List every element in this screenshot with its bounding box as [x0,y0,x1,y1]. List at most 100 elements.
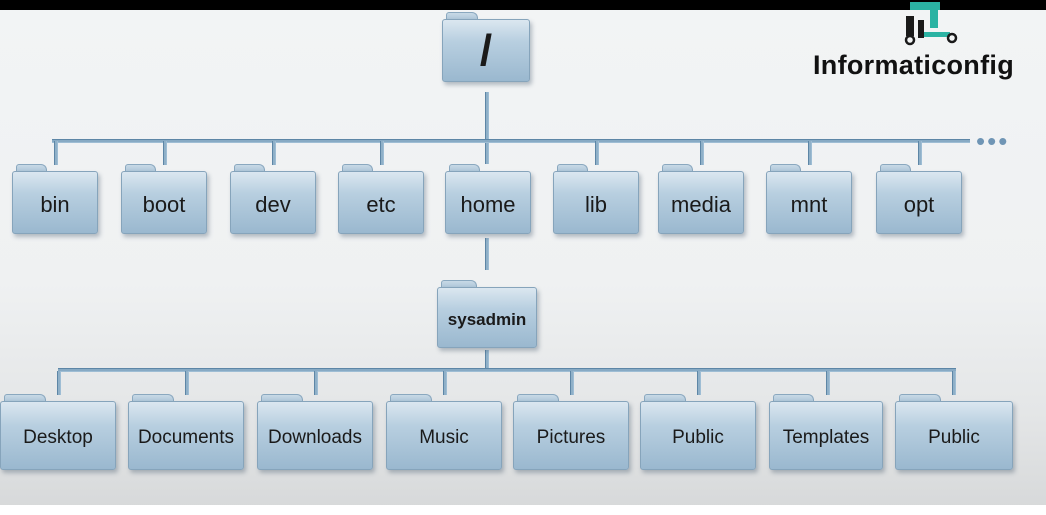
folder-pictures-label: Pictures [536,426,606,448]
folder-documents-label: Documents [137,426,235,448]
folder-downloads[interactable]: Downloads [257,394,373,470]
connector-downloads-2 [314,371,318,395]
connector-documents-1 [185,371,189,395]
folder-lib-label: lib [584,191,607,217]
connector-mnt [808,141,812,165]
folder-dev-label: dev [255,191,291,217]
folder-opt[interactable]: opt [876,164,962,234]
more-indicator: ••• [976,126,1010,156]
connector-boot [163,141,167,165]
folder-templates-label: Templates [782,426,870,448]
connector-opt [918,141,922,165]
folder-public[interactable]: Public [640,394,756,470]
folder-lib[interactable]: lib [553,164,639,234]
folder-tab [899,394,942,403]
folder-home[interactable]: home [445,164,531,234]
folder-tab [125,164,156,173]
folder-body: media [658,171,744,234]
folder-body: Downloads [257,401,373,470]
root-connector [485,92,489,164]
circuit-logo-icon [904,2,958,46]
folder-tab [517,394,559,403]
folder-tab [132,394,174,403]
folder-body: home [445,171,531,234]
connector-bin [54,141,58,165]
folder-body: / [442,19,530,82]
folder-tab [16,164,47,173]
folder-tab [449,164,480,173]
folder-body: lib [553,171,639,234]
folder-body: Desktop [0,401,116,470]
connector-templates-6 [826,371,830,395]
folder-etc[interactable]: etc [338,164,424,234]
folder-music-label: Music [419,426,469,448]
user-dirs-bus [58,368,956,372]
folder-tab [441,280,477,289]
root-folder[interactable]: / [442,12,530,82]
folder-body: opt [876,171,962,234]
folder-body: etc [338,171,424,234]
root-folder-label: / [479,25,493,75]
folder-tab [557,164,588,173]
sysadmin-connector [485,350,489,372]
folder-dev[interactable]: dev [230,164,316,234]
bottom-bar [0,505,1046,515]
connector-music-3 [443,371,447,395]
folder-tab [644,394,686,403]
folder-tab [390,394,432,403]
folder-body: sysadmin [437,287,537,348]
folder-media-label: media [671,191,731,217]
connector-etc [380,141,384,165]
folder-mnt[interactable]: mnt [766,164,852,234]
folder-tab [234,164,265,173]
sysadmin-folder[interactable]: sysadmin [437,280,537,348]
folder-body: dev [230,171,316,234]
folder-body: Templates [769,401,883,470]
folder-media[interactable]: media [658,164,744,234]
folder-downloads-label: Downloads [268,426,362,448]
folder-body: Public [895,401,1013,470]
folder-body: mnt [766,171,852,234]
folder-bin-label: bin [40,191,70,217]
folder-public[interactable]: Public [895,394,1013,470]
connector-dev [272,141,276,165]
folder-boot[interactable]: boot [121,164,207,234]
folder-tab [342,164,373,173]
top-level-bus [52,139,970,143]
folder-body: bin [12,171,98,234]
folder-templates[interactable]: Templates [769,394,883,470]
folder-tab [261,394,303,403]
folder-tab [662,164,693,173]
folder-tab [773,394,815,403]
folder-desktop[interactable]: Desktop [0,394,116,470]
connector-lib [595,141,599,165]
folder-public-label: Public [928,426,980,448]
connector-public-5 [697,371,701,395]
folder-etc-label: etc [366,191,396,217]
connector-media [700,141,704,165]
folder-body: Music [386,401,502,470]
folder-documents[interactable]: Documents [128,394,244,470]
connector-pictures-4 [570,371,574,395]
folder-mnt-label: mnt [790,191,828,217]
folder-bin[interactable]: bin [12,164,98,234]
folder-body: boot [121,171,207,234]
sysadmin-folder-label: sysadmin [447,309,527,329]
folder-tab [770,164,801,173]
folder-boot-label: boot [142,191,186,217]
folder-body: Documents [128,401,244,470]
folder-tab [446,12,478,21]
connector-public-7 [952,371,956,395]
home-connector [485,238,489,270]
folder-tab [4,394,46,403]
folder-body: Public [640,401,756,470]
folder-music[interactable]: Music [386,394,502,470]
folder-opt-label: opt [903,191,935,217]
connector-desktop-0 [57,371,61,395]
folder-public-label: Public [672,426,724,448]
folder-desktop-label: Desktop [23,426,93,448]
folder-home-label: home [460,191,516,217]
top-bar [0,0,1046,10]
folder-tab [880,164,911,173]
folder-pictures[interactable]: Pictures [513,394,629,470]
